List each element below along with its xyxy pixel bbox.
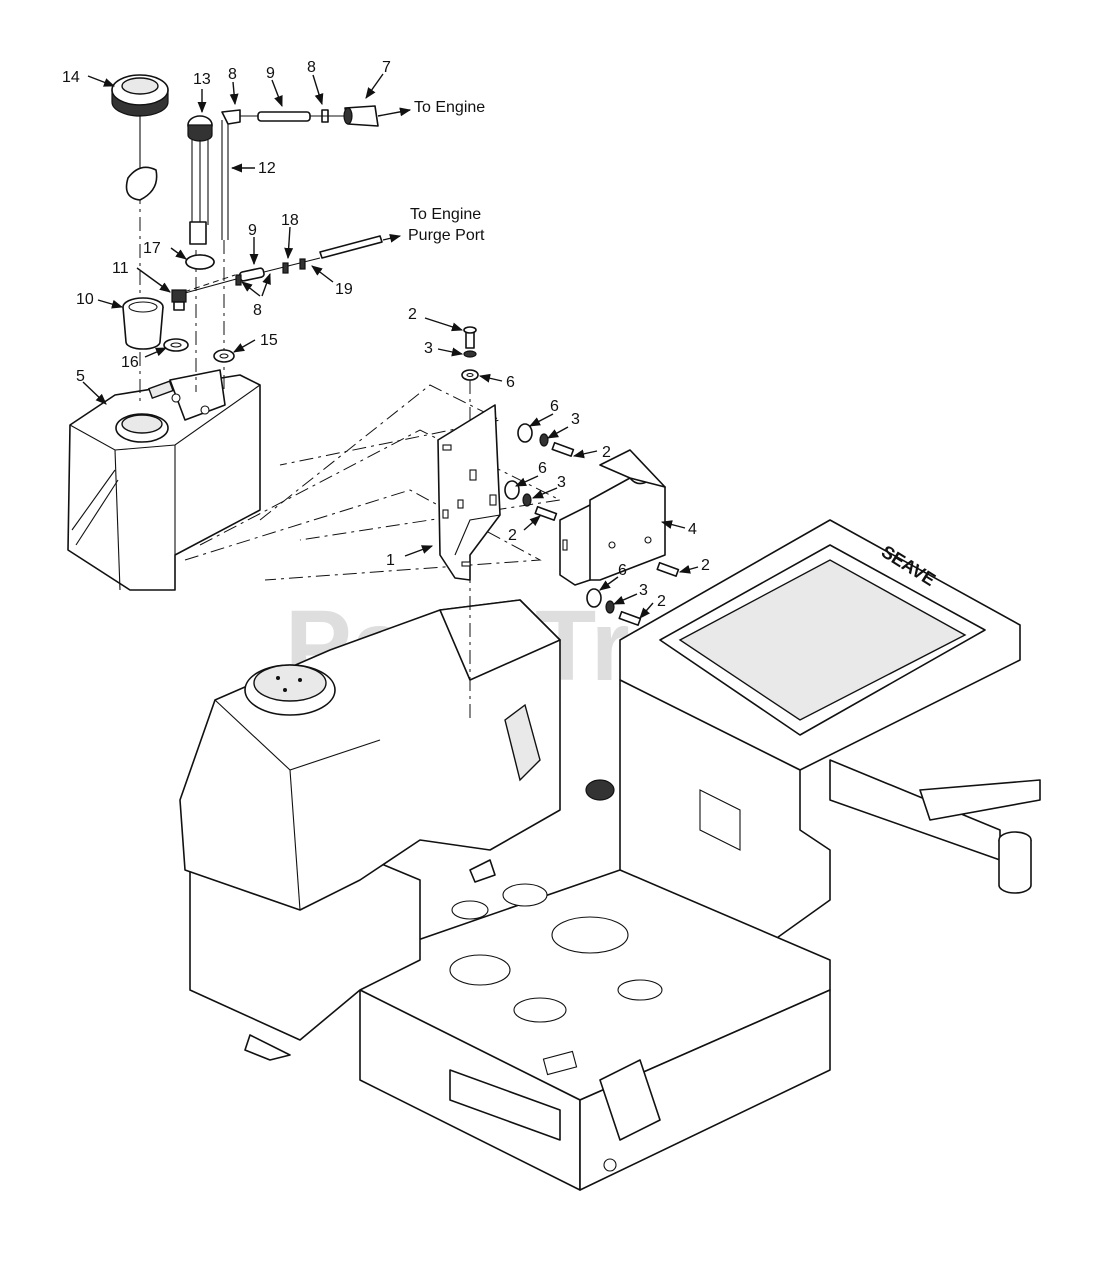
callout-2: 2: [508, 527, 517, 544]
callout-6: 6: [618, 562, 627, 579]
callout-12: 12: [258, 160, 276, 177]
callout-labels: 14 13 8 9 8 7 12 18 9 17 11 8 19 10 16 1…: [62, 59, 710, 610]
callout-1: 1: [386, 552, 395, 569]
fuel-line-upper: [240, 105, 379, 127]
callout-2: 2: [701, 557, 710, 574]
callout-6: 6: [538, 460, 547, 477]
callout-9: 9: [248, 222, 257, 239]
callout-9: 9: [266, 65, 275, 82]
callout-11: 11: [112, 260, 129, 277]
callout-3: 3: [571, 411, 580, 428]
grommet-part-15: [213, 349, 235, 363]
hardware-row-1: [517, 423, 575, 457]
callout-4: 4: [688, 521, 697, 538]
to-engine-label: To Engine: [414, 99, 485, 116]
bracket-part-1: [437, 404, 501, 581]
callout-5: 5: [76, 368, 85, 385]
hardware-row-2: [504, 480, 558, 521]
fuel-cap-part-14: [111, 74, 169, 201]
grommet-part-17: [185, 254, 215, 270]
leader-lines: [82, 73, 699, 619]
vent-tube-part-12: [221, 109, 241, 240]
grommet-part-16: [163, 338, 189, 352]
callout-7: 7: [382, 59, 391, 76]
callout-6: 6: [550, 398, 559, 415]
callout-10: 10: [76, 291, 94, 308]
callout-3: 3: [424, 340, 433, 357]
callout-14: 14: [62, 69, 80, 86]
callout-3: 3: [639, 582, 648, 599]
installed-fuel-tank: [179, 599, 615, 911]
to-engine-purge-label-line1: To Engine: [410, 206, 481, 223]
callout-2: 2: [408, 306, 417, 323]
fuel-tank-part-5: [67, 369, 261, 591]
callout-13: 13: [193, 71, 211, 88]
callout-18: 18: [281, 212, 299, 229]
callout-2: 2: [602, 444, 611, 461]
callout-8: 8: [228, 66, 237, 83]
callout-6: 6: [506, 374, 515, 391]
callout-15: 15: [260, 332, 278, 349]
callout-19: 19: [335, 281, 353, 298]
callout-8: 8: [307, 59, 316, 76]
purge-line: [184, 235, 383, 294]
to-engine-purge-label-line2: Purge Port: [408, 227, 485, 244]
valve-part-11: [171, 289, 187, 311]
callout-17: 17: [143, 240, 161, 257]
callout-3: 3: [557, 474, 566, 491]
fuel-sender-part-13: [185, 115, 215, 270]
hardware-top: [461, 326, 479, 381]
hardware-row-3: [656, 561, 680, 577]
bracket-part-4: [559, 449, 666, 586]
callout-16: 16: [121, 354, 139, 371]
mower-frame: SEAVE: [189, 519, 1041, 1191]
callout-2: 2: [657, 593, 666, 610]
hardware-row-4: [586, 588, 642, 626]
bushing-part-10: [122, 297, 164, 350]
callout-8: 8: [253, 302, 262, 319]
